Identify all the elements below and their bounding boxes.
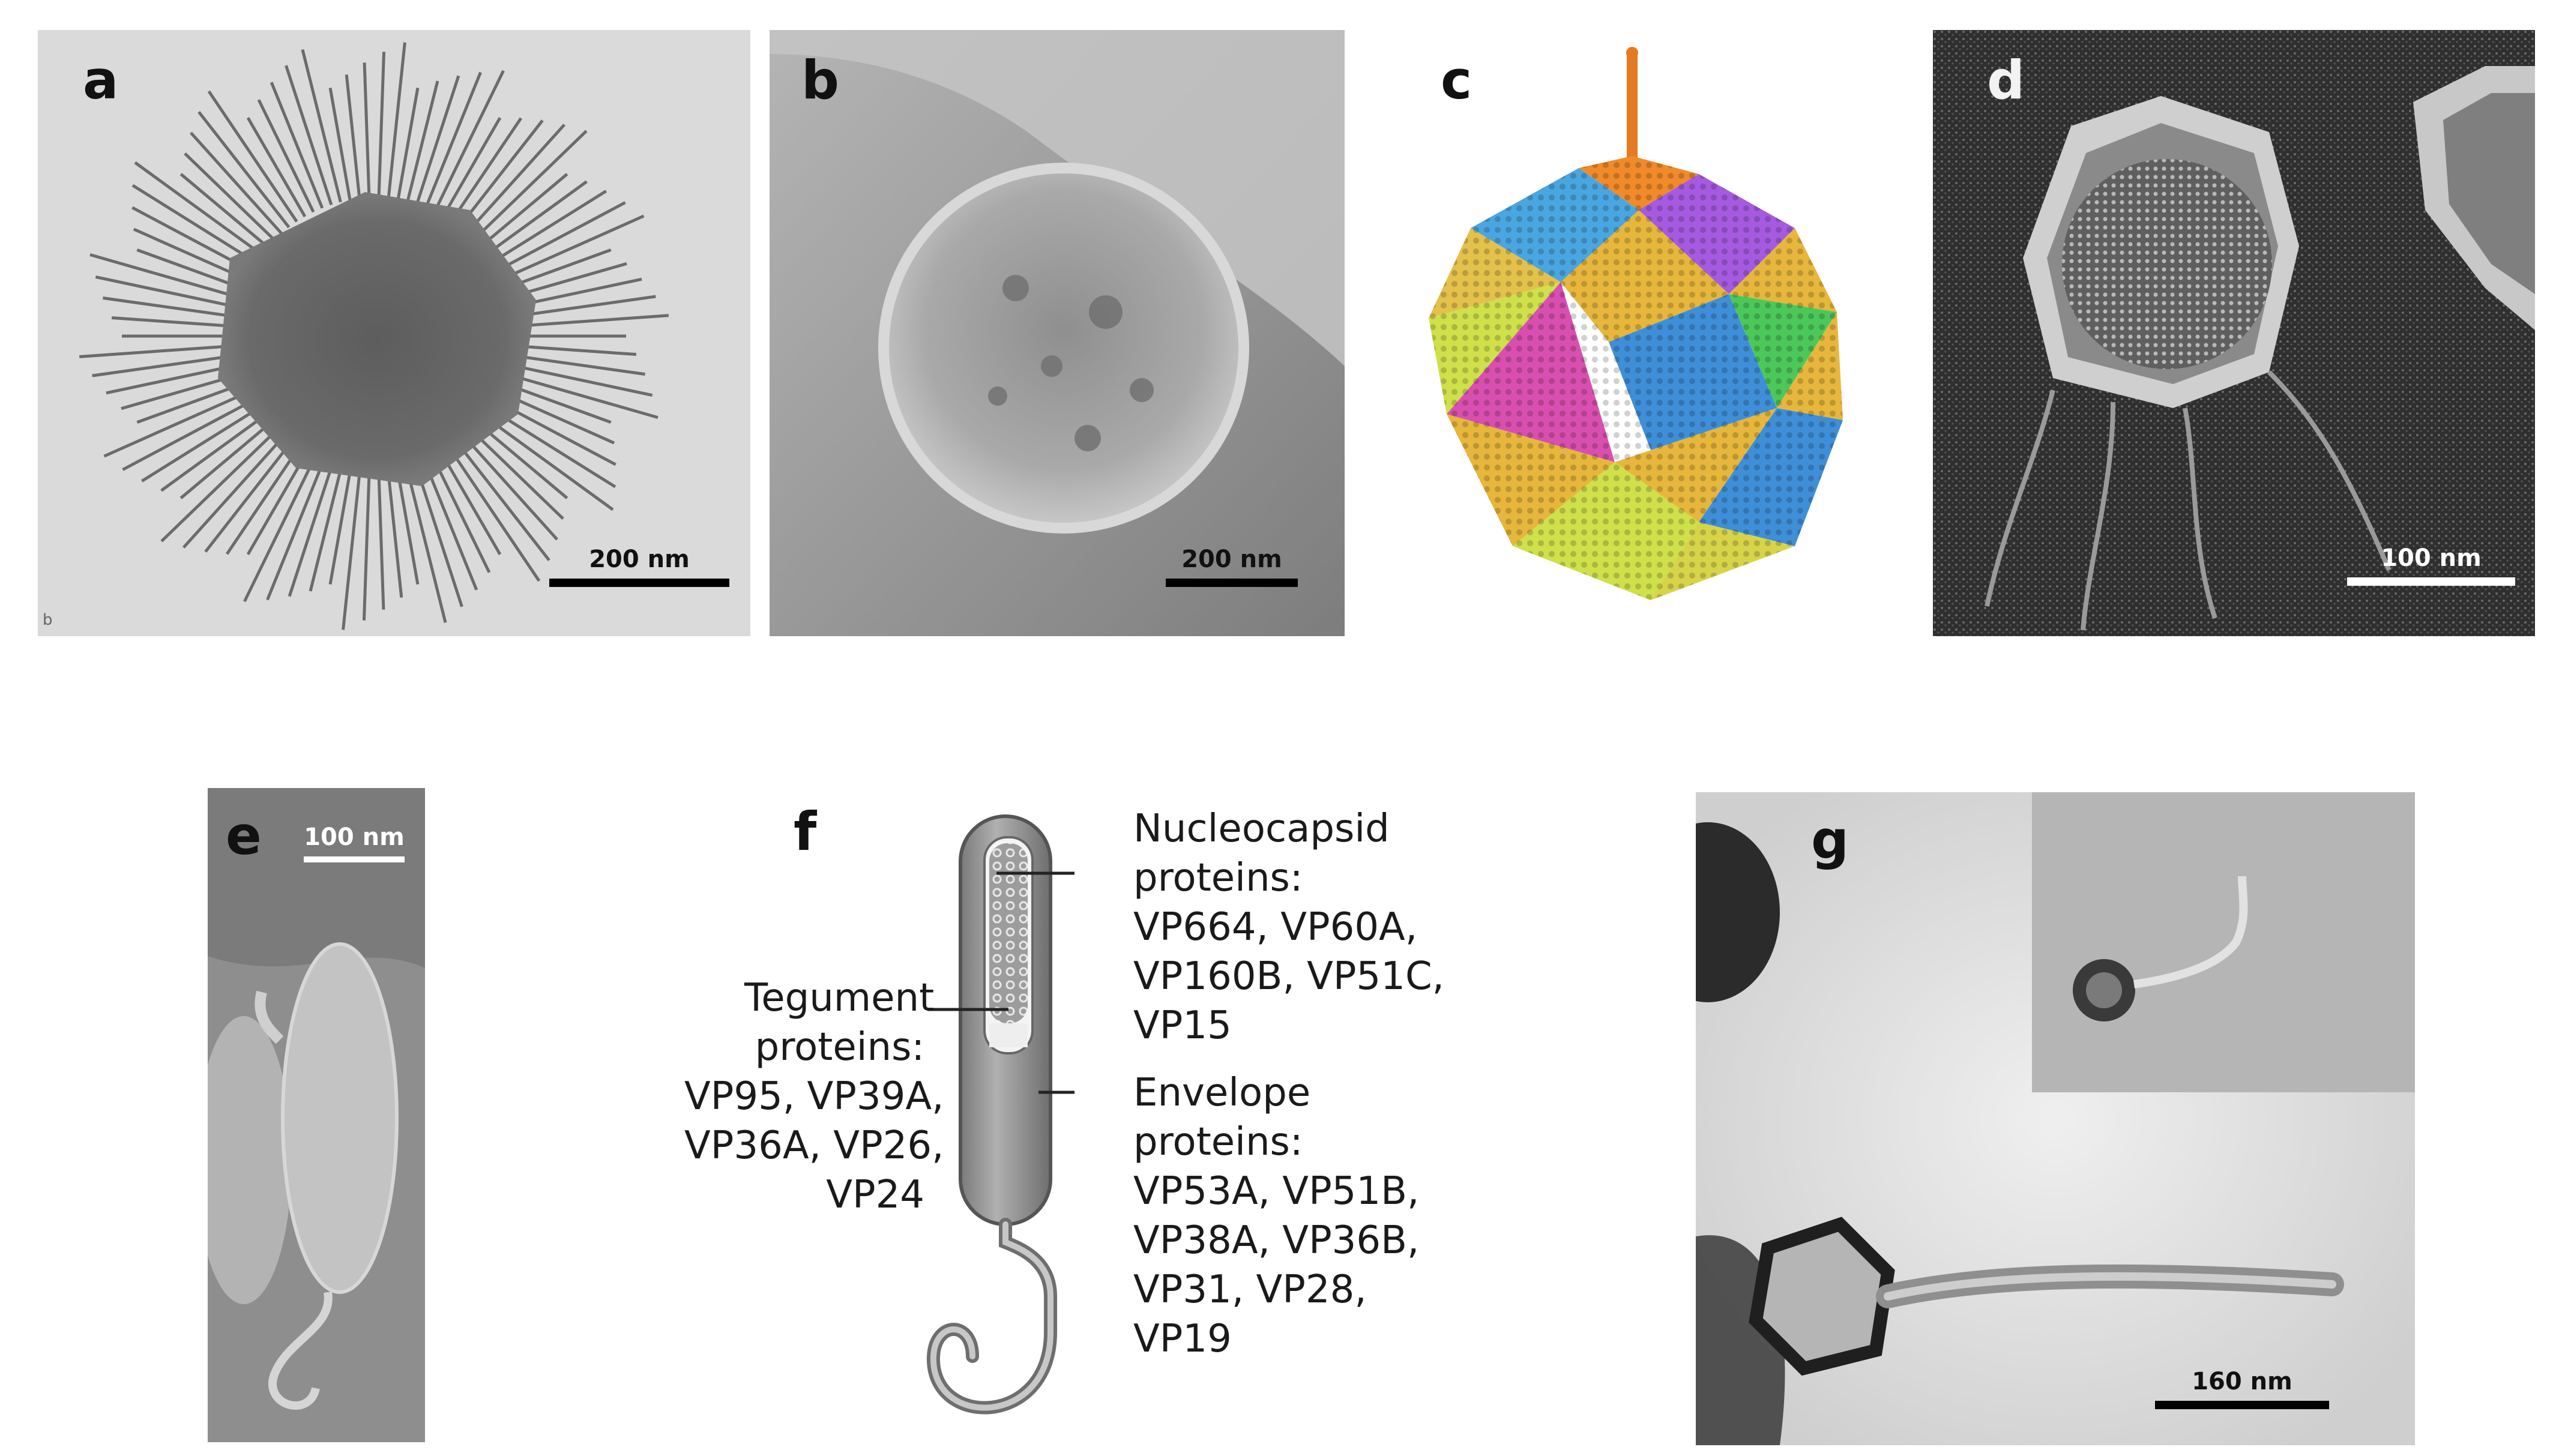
panel-a: a 200 nm b — [38, 30, 750, 636]
panel-e-micrograph — [208, 788, 425, 1442]
panel-b-label: b — [801, 49, 839, 111]
panel-c: c — [1363, 30, 1891, 648]
panel-b-scale-text: 200 nm — [1181, 546, 1282, 573]
panel-d-micrograph — [1933, 30, 2535, 636]
panel-e-scale-text: 100 nm — [304, 823, 405, 851]
panel-g-scale-text: 160 nm — [2192, 1368, 2292, 1395]
panel-d-label: d — [1987, 49, 2025, 111]
panel-c-capsid-model — [1429, 47, 1843, 600]
tegument-list: VP95, VP39A, VP36A, VP26, VP24 — [684, 1074, 944, 1217]
envelope-title: Envelope proteins: — [1133, 1071, 1311, 1164]
panel-f-label: f — [794, 801, 817, 862]
panel-e-scale-bar: 100 nm — [304, 825, 405, 862]
panel-g: g 160 nm — [1696, 792, 2415, 1445]
panel-b-scale-bar: 200 nm — [1166, 547, 1298, 587]
tegument-title: Tegument proteins: — [744, 976, 935, 1069]
panel-e: e 100 nm — [208, 788, 425, 1442]
nucleocapsid-title: Nucleocapsid proteins: — [1133, 807, 1390, 900]
panel-a-scale-bar: 200 nm — [549, 547, 729, 587]
panel-f-virion-diagram — [926, 814, 1075, 1415]
panel-d-scale-text: 100 nm — [2381, 544, 2482, 572]
panel-d: d 100 nm — [1933, 30, 2535, 636]
panel-e-label: e — [226, 805, 262, 867]
panel-a-scale-text: 200 nm — [589, 546, 690, 573]
panel-c-label: c — [1441, 49, 1472, 111]
panel-a-micrograph — [38, 30, 750, 636]
panel-a-label: a — [83, 49, 119, 111]
nucleocapsid-list: VP664, VP60A, VP160B, VP51C, VP15 — [1133, 905, 1444, 1048]
panel-a-corner-mark: b — [43, 611, 53, 629]
envelope-list: VP53A, VP51B, VP38A, VP36B, VP31, VP28, … — [1133, 1169, 1420, 1361]
panel-b-micrograph — [770, 30, 1345, 636]
panel-d-scale-bar: 100 nm — [2347, 546, 2515, 586]
panel-g-scale-bar: 160 nm — [2155, 1370, 2329, 1409]
panel-b: b 200 nm — [770, 30, 1345, 636]
panel-f: f Nucleocapsid proteins: VP664, VP60A, V… — [660, 780, 1501, 1446]
panel-g-label: g — [1811, 809, 1849, 871]
panel-g-micrograph — [1696, 792, 2415, 1445]
